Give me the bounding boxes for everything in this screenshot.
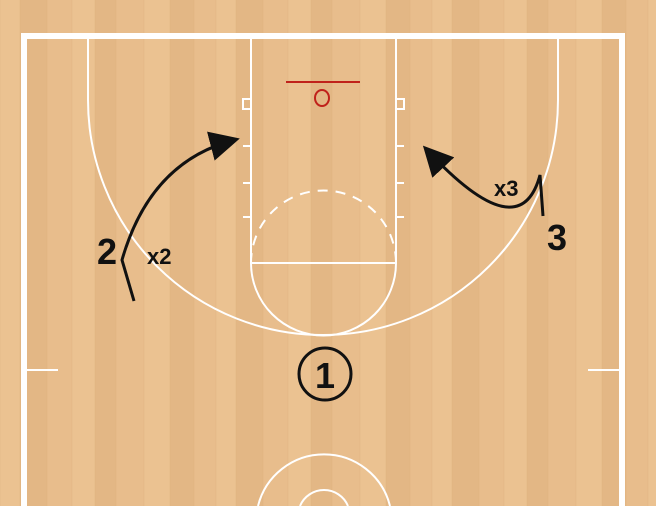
floor-plank [527,0,548,506]
lane-block [242,98,252,110]
boundary-line [21,33,625,506]
floor-plank [0,0,20,506]
lane-block [395,98,405,110]
floor-plank [95,0,116,506]
floor-plank [386,0,410,506]
floor-plank [410,0,432,506]
floor-plank [263,0,288,506]
floor-plank [194,0,216,506]
floor-plank [360,0,386,506]
center-circle-inner [299,489,349,506]
defender-x3-label: x3 [494,176,518,201]
floor-plank [504,0,527,506]
defender-x2-label: x2 [147,244,171,269]
rim [314,89,330,107]
floor-plank [626,0,648,506]
floor-plank [479,0,504,506]
floor-plank [311,0,332,506]
floor-plank [144,0,170,506]
floor-plank [216,0,236,506]
center-circle [257,453,391,506]
floor-plank [452,0,479,506]
floor-plank [432,0,452,506]
floor-plank [576,0,602,506]
floor-plank [170,0,194,506]
floor-plank [116,0,144,506]
player-3-label: 3 [547,217,567,258]
free-throw-circle [250,262,397,337]
player-2-cut-path [120,131,240,302]
floor-plank [288,0,311,506]
player-1-circle [297,346,353,402]
court-lines [21,33,625,506]
player-2-label: 2 [97,231,117,272]
floor-plank [548,0,576,506]
lane-line [250,36,397,264]
player-1-label: 1 [315,355,335,396]
floor-plank [236,0,263,506]
floor-plank [47,0,72,506]
free-throw-circle-dashed [250,189,397,264]
player-3-cut-path [422,145,545,217]
floor-plank [72,0,95,506]
floor-plank [648,0,656,506]
floor-plank [332,0,360,506]
